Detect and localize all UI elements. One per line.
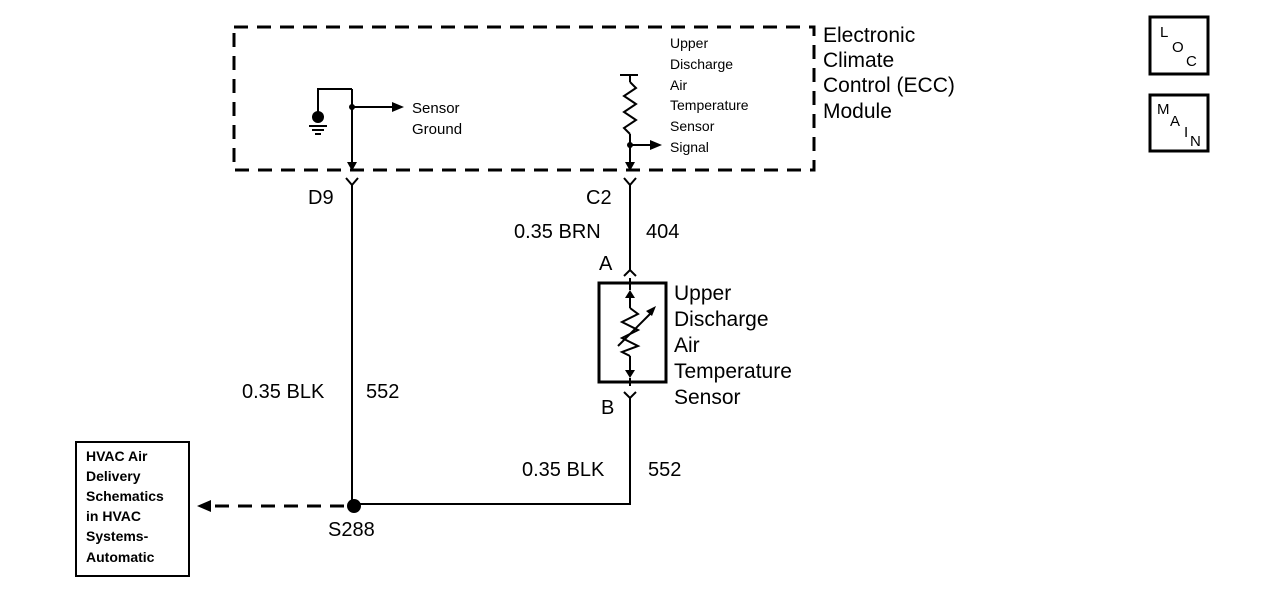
module-name-line: Climate (823, 49, 894, 72)
upper-signal-line: Temperature (670, 97, 749, 113)
reference-line: in HVAC (86, 508, 141, 524)
loc-char: O (1172, 39, 1184, 56)
connector-d9-label: D9 (308, 187, 334, 209)
connector-b (623, 391, 637, 400)
sensor-name-line: Discharge (674, 308, 769, 331)
reference-line: Delivery (86, 468, 141, 484)
brn-circuit-label: 404 (646, 221, 679, 243)
main-char: M (1157, 101, 1170, 118)
upper-signal-label: Upper Discharge Air Temperature Sensor S… (670, 35, 749, 155)
splice-s288-dot (347, 499, 361, 513)
loc-char: C (1186, 53, 1197, 70)
connector-a-label: A (599, 253, 613, 275)
sensor-name-line: Air (674, 334, 700, 357)
thermistor-icon (617, 278, 656, 386)
splice-s288-label: S288 (328, 519, 375, 541)
main-button[interactable]: M A I N (1148, 93, 1210, 153)
connector-c2-label: C2 (586, 187, 612, 209)
reference-line: Automatic (86, 549, 155, 565)
sensor-name-line: Upper (674, 282, 731, 305)
hvac-reference-box[interactable]: HVAC Air Delivery Schematics in HVAC Sys… (75, 441, 190, 577)
upper-signal-line: Signal (670, 139, 709, 155)
blk-wire-left-label: 0.35 BLK (242, 381, 325, 403)
pullup-resistor-icon (620, 74, 638, 171)
reference-line: Schematics (86, 488, 164, 504)
loc-char: L (1160, 24, 1168, 41)
d9-inner-arrow (347, 162, 357, 171)
connector-b-label: B (601, 397, 614, 419)
reference-arrow (197, 500, 211, 512)
module-name-line: Control (ECC) (823, 74, 955, 97)
blk-circuit-left-label: 552 (366, 381, 399, 403)
loc-button[interactable]: L O C (1148, 15, 1210, 76)
connector-a (623, 268, 637, 277)
sensor-ground-label: Sensor (412, 100, 460, 117)
sensor-name-line: Sensor (674, 386, 741, 409)
main-char: A (1170, 113, 1180, 130)
module-name-line: Electronic (823, 24, 915, 47)
signal-arrow (627, 140, 662, 150)
sensor-ground-label: Ground (412, 121, 462, 138)
upper-signal-line: Air (670, 77, 687, 93)
module-name: Electronic Climate Control (ECC) Module (823, 24, 955, 123)
c2-connector (623, 177, 637, 187)
sensor-ground-arrow (349, 102, 404, 112)
d9-connector (345, 177, 359, 187)
blk-wire-right-label: 0.35 BLK (522, 459, 605, 481)
sensor-name: Upper Discharge Air Temperature Sensor (674, 282, 792, 409)
reference-line: HVAC Air (86, 448, 148, 464)
main-char: N (1190, 133, 1201, 150)
main-char: I (1184, 124, 1188, 141)
brn-wire-label: 0.35 BRN (514, 221, 601, 243)
sensor-name-line: Temperature (674, 360, 792, 383)
ecc-module-boundary (232, 25, 816, 172)
ground-icon (309, 88, 352, 135)
module-name-line: Module (823, 100, 892, 123)
blk-circuit-right-label: 552 (648, 459, 681, 481)
upper-signal-line: Sensor (670, 118, 715, 134)
upper-signal-line: Discharge (670, 56, 733, 72)
upper-signal-line: Upper (670, 35, 708, 51)
reference-line: Systems- (86, 528, 149, 544)
blk-wire-right (352, 398, 631, 505)
sensor-body (597, 281, 668, 384)
